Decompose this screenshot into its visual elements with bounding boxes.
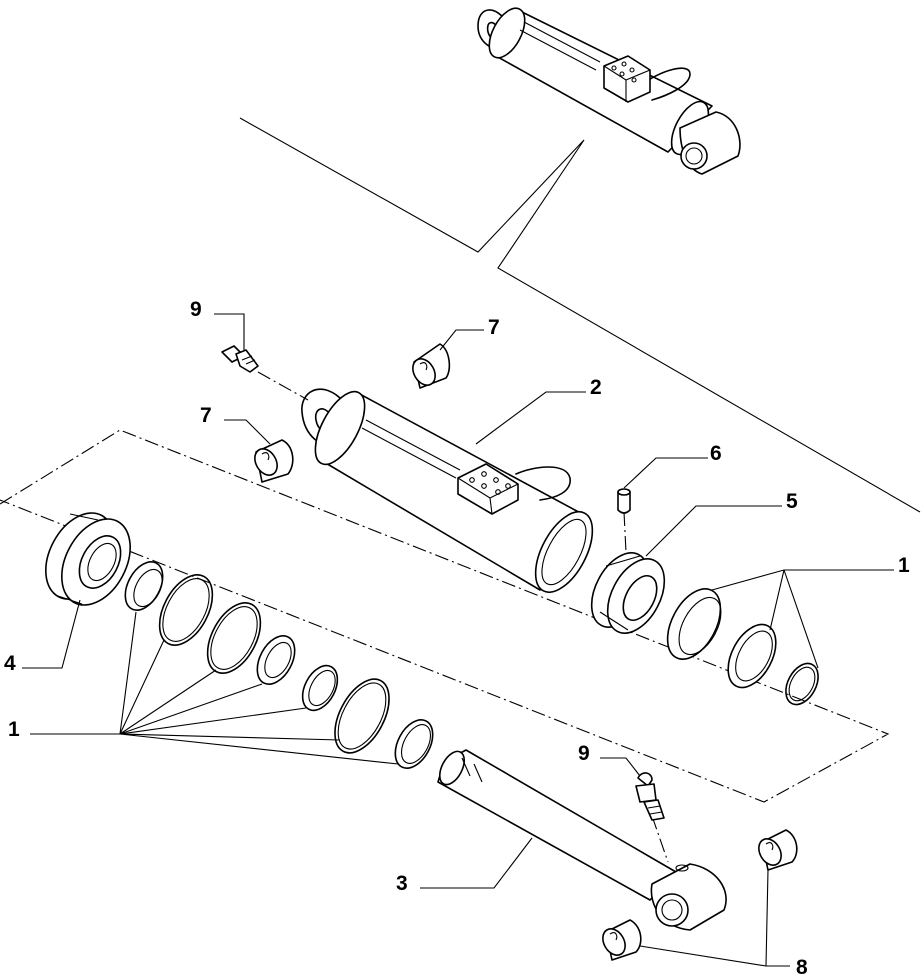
callout-1-left: 1 bbox=[8, 718, 20, 741]
view-link-lines bbox=[239, 117, 921, 513]
axis-line-nipple bbox=[651, 815, 669, 863]
callout-3: 3 bbox=[396, 872, 408, 895]
axis-line bbox=[257, 371, 309, 401]
bushing-upper bbox=[412, 343, 451, 389]
bushing-lower-right bbox=[758, 829, 798, 871]
callout-9-lower: 9 bbox=[578, 742, 590, 765]
assembled-cylinder-view bbox=[477, 7, 741, 175]
callout-2: 2 bbox=[590, 376, 602, 399]
callout-5: 5 bbox=[786, 490, 798, 513]
cylinder-barrel bbox=[301, 388, 594, 593]
callout-4: 4 bbox=[4, 652, 16, 675]
bushing-lower-left bbox=[602, 919, 642, 961]
pin bbox=[617, 488, 631, 514]
callout-7-left: 7 bbox=[200, 404, 212, 427]
leader-lines bbox=[22, 313, 894, 967]
cylinder-head bbox=[45, 512, 131, 606]
seal-kit-left bbox=[124, 561, 434, 769]
bushing-left bbox=[254, 439, 294, 483]
piston-rod bbox=[437, 749, 727, 931]
seal-kit-boundary bbox=[0, 429, 890, 803]
grease-nipple-lower bbox=[635, 772, 665, 821]
callout-6: 6 bbox=[710, 442, 722, 465]
callout-8: 8 bbox=[796, 956, 808, 978]
callout-7-upper: 7 bbox=[488, 316, 500, 339]
callout-9-upper: 9 bbox=[190, 298, 202, 321]
callout-1-right: 1 bbox=[898, 554, 910, 577]
piston bbox=[590, 552, 666, 634]
grease-nipple-upper bbox=[221, 345, 259, 373]
axis-line-pin bbox=[623, 511, 627, 553]
seal-kit-right bbox=[666, 588, 819, 706]
